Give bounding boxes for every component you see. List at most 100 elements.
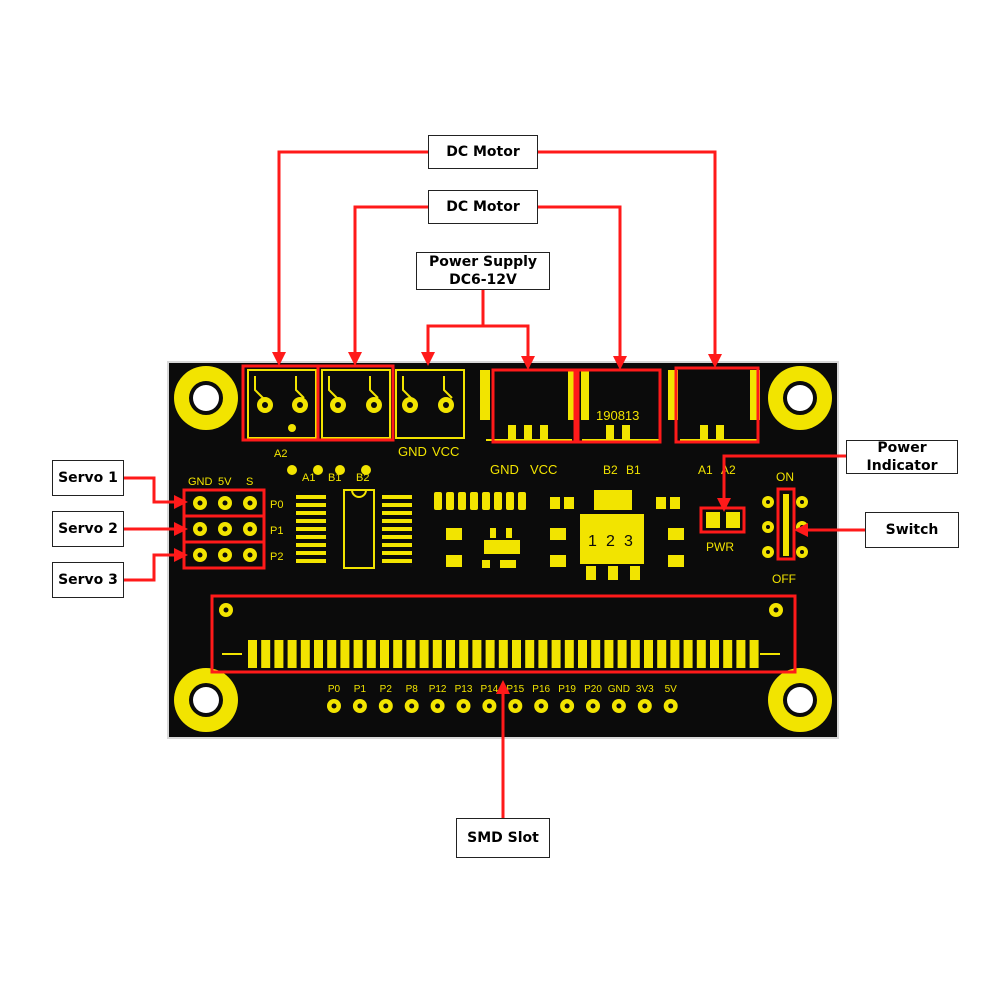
terminal-pads (257, 397, 454, 432)
edge-finger (446, 640, 455, 668)
edge-finger (683, 640, 693, 668)
bottom-pin-hole (668, 703, 674, 709)
edge-finger (248, 640, 257, 668)
callout-power-supply-line2: DC6-12V (449, 272, 517, 288)
highlight-power-jack (491, 368, 577, 444)
bottom-pin-label: P19 (558, 684, 576, 695)
leader-power-indicator (722, 454, 846, 502)
edge-finger (630, 640, 640, 668)
mounting-hole-bottom-right (768, 668, 832, 732)
terminal-label-vcc: VCC (432, 444, 459, 459)
callout-smd-slot: SMD Slot (456, 818, 550, 858)
motor-driver-ic-left (296, 495, 326, 563)
callout-power-indicator: Power Indicator (846, 440, 958, 474)
bottom-pin-pads (327, 699, 678, 713)
edge-finger (538, 640, 548, 668)
motor-label-pads (287, 465, 371, 475)
switch-on-label: ON (776, 470, 794, 484)
bottom-pin-hole (435, 703, 441, 709)
bottom-pin-label: P8 (406, 684, 419, 695)
highlight-motor-b-terminal (316, 364, 395, 442)
bottom-pin-label: P20 (584, 684, 602, 695)
bottom-pin-label: P13 (455, 684, 473, 695)
edge-finger (459, 640, 469, 668)
edge-finger (644, 640, 653, 668)
label-a2: A2 (274, 448, 287, 460)
edge-finger (419, 640, 429, 668)
bottom-pin-label: P1 (354, 684, 367, 695)
label-a1: A1 (302, 472, 315, 484)
callout-power-supply-line1: Power Supply (428, 254, 538, 270)
edge-finger (406, 640, 416, 668)
bottom-pin-label: P12 (429, 684, 447, 695)
highlight-motor-b-connector (576, 368, 662, 444)
callout-servo-3-text: Servo 3 (58, 572, 118, 588)
bottom-pin-hole (409, 703, 415, 709)
mounting-hole-top-left (174, 366, 238, 430)
edge-finger (723, 640, 733, 668)
edge-finger (617, 640, 627, 668)
edge-finger (274, 640, 284, 668)
regulator-pin-3: 3 (624, 533, 633, 550)
callout-power-indicator-text: Power Indicator (866, 440, 938, 474)
switch-off-label: OFF (772, 572, 796, 586)
regulator-pin-labels: 1 2 3 (588, 533, 633, 550)
label-b2-right: B2 (603, 463, 618, 477)
terminal-blocks (247, 369, 465, 439)
servo-row-p1: P1 (270, 525, 283, 537)
servo-label-5v: 5V (218, 476, 232, 488)
edge-finger (578, 640, 587, 668)
motor-driver-ic-dip (343, 489, 375, 569)
edge-finger (657, 640, 667, 668)
bottom-pin-label: 5V (665, 684, 678, 695)
bottom-pin-label: P14 (481, 684, 499, 695)
mounting-hole-bottom-left (174, 668, 238, 732)
regulator-pin-2: 2 (606, 533, 615, 550)
highlight-motor-a-connector (674, 366, 760, 444)
edge-finger (525, 640, 535, 668)
switch-pins (762, 494, 808, 558)
edge-finger (512, 640, 521, 668)
jack-label-gnd: GND (490, 462, 519, 477)
bottom-pin-hole (331, 703, 337, 709)
edge-finger (261, 640, 271, 668)
edge-finger (287, 640, 297, 668)
edge-finger (472, 640, 482, 668)
leader-power-supply (426, 290, 530, 360)
edge-finger (710, 640, 719, 668)
callout-power-supply: Power Supply DC6-12V (416, 252, 550, 290)
callout-dc-motor-1-text: DC Motor (446, 144, 520, 160)
voltage-regulator (580, 490, 644, 580)
bottom-pin-hole (383, 703, 389, 709)
mounting-hole-top-right (768, 366, 832, 430)
servo-label-gnd: GND (188, 476, 213, 488)
callout-servo-1: Servo 1 (52, 460, 124, 496)
leader-dc-motor-1-left (277, 150, 428, 356)
bottom-pin-hole (564, 703, 570, 709)
edge-finger (300, 640, 310, 668)
callout-leader-lines (124, 150, 865, 818)
regulator-pin-1: 1 (588, 533, 597, 550)
bottom-pin-label: P16 (532, 684, 550, 695)
servo-label-s: S (246, 476, 253, 488)
date-code: 190813 (596, 408, 639, 423)
edge-finger (340, 640, 350, 668)
leader-dc-motor-2-left (353, 205, 428, 356)
leader-dc-motor-2-right (538, 205, 622, 360)
edge-finger (736, 640, 746, 668)
edge-connector-slot (219, 603, 783, 668)
bottom-pin-hole (616, 703, 622, 709)
bottom-pin-hole (357, 703, 363, 709)
edge-finger (604, 640, 614, 668)
callout-dc-motor-2-text: DC Motor (446, 199, 520, 215)
terminal-label-gnd: GND (398, 444, 427, 459)
bottom-pin-label: P0 (328, 684, 341, 695)
motor-driver-ic-right (382, 495, 412, 563)
motor-port-labels: A2 A1 B1 B2 GND VCC GND VCC 190813 B2 B1… (274, 408, 736, 484)
bottom-pin-label: GND (608, 684, 630, 695)
jack-label-vcc: VCC (530, 462, 557, 477)
bottom-pin-hole (461, 703, 466, 709)
edge-finger (591, 640, 601, 668)
